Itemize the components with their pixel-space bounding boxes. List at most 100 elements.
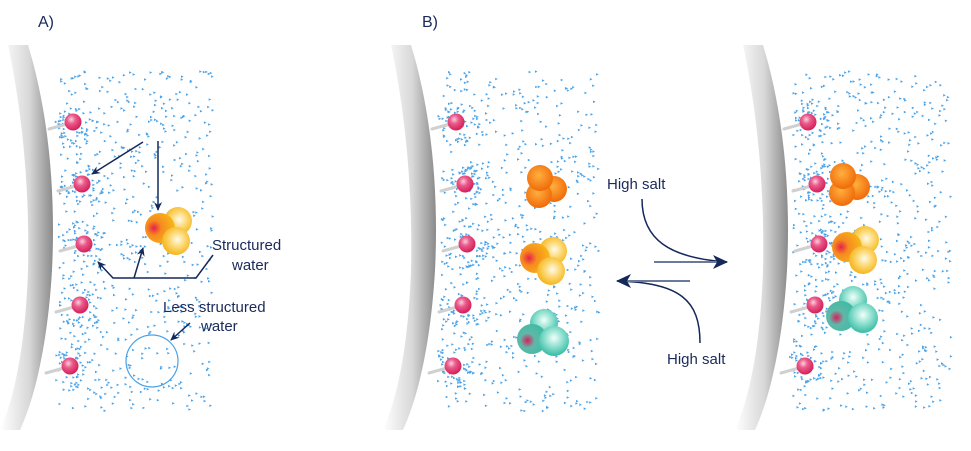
water-molecule (893, 253, 897, 256)
water-molecule (801, 377, 804, 381)
water-molecule (591, 357, 595, 361)
water-molecule (504, 266, 507, 269)
water-molecule (595, 212, 599, 215)
water-molecule (137, 210, 140, 214)
water-molecule (902, 395, 905, 398)
water-molecule (803, 178, 807, 182)
water-molecule (883, 162, 887, 166)
water-molecule (75, 237, 79, 240)
water-molecule (447, 318, 450, 321)
water-molecule (919, 323, 923, 327)
water-molecule (579, 403, 582, 406)
ligand-bead (73, 175, 91, 193)
water-molecule (822, 376, 826, 379)
water-molecule (893, 288, 897, 292)
water-molecule (834, 90, 837, 94)
water-molecule (484, 311, 488, 314)
water-molecule (484, 243, 487, 246)
water-molecule (473, 319, 477, 323)
water-molecule (572, 346, 576, 350)
water-molecule (908, 241, 911, 245)
water-molecule (557, 170, 561, 174)
water-molecule (944, 257, 948, 260)
water-molecule (921, 268, 925, 272)
water-molecule (941, 104, 944, 108)
water-molecule (817, 377, 820, 380)
water-molecule (791, 356, 794, 359)
water-molecule (821, 231, 824, 235)
water-molecule (62, 135, 65, 139)
water-molecule (514, 223, 518, 227)
water-molecule (66, 195, 69, 199)
water-molecule (509, 290, 512, 294)
water-molecule (796, 406, 800, 409)
surface-wall (0, 45, 53, 430)
water-molecule (816, 104, 819, 108)
water-molecule (458, 137, 461, 140)
water-molecule (515, 336, 519, 339)
water-molecule (132, 195, 135, 199)
water-molecule (862, 119, 866, 122)
water-molecule (152, 110, 156, 114)
water-molecule (95, 196, 99, 200)
water-molecule (814, 345, 817, 349)
label-less-structured: Less structured (163, 299, 266, 316)
water-molecule (553, 204, 557, 208)
water-molecule (923, 310, 927, 313)
water-molecule (453, 351, 456, 354)
water-molecule (62, 274, 66, 277)
water-molecule (73, 178, 76, 182)
water-molecule (822, 203, 826, 207)
water-molecule (820, 199, 824, 203)
water-molecule (155, 299, 158, 302)
water-molecule (84, 288, 87, 292)
water-molecule (593, 100, 596, 104)
water-molecule (481, 133, 485, 137)
water-molecule (463, 224, 467, 228)
water-molecule (495, 329, 499, 333)
water-molecule (570, 87, 573, 91)
water-molecule (827, 270, 831, 273)
water-molecule (933, 275, 936, 279)
water-molecule (479, 188, 483, 191)
water-molecule (572, 155, 576, 159)
water-molecule (443, 217, 446, 220)
water-molecule (78, 347, 82, 351)
water-molecule (61, 175, 64, 178)
label-less-structured-water: water (200, 318, 238, 335)
protein-subunit (539, 326, 569, 356)
water-molecule (487, 104, 490, 108)
water-molecule (466, 322, 469, 325)
water-molecule (92, 324, 95, 328)
water-molecule (79, 361, 83, 364)
water-molecule (160, 382, 164, 386)
water-molecule (462, 331, 466, 334)
water-molecule (454, 228, 457, 232)
water-molecule (930, 132, 933, 135)
water-molecule (520, 119, 523, 123)
water-molecule (455, 138, 458, 142)
water-molecule (590, 349, 594, 353)
water-molecule (822, 165, 825, 169)
water-molecule (459, 254, 462, 257)
water-molecule (488, 342, 491, 346)
water-molecule (808, 196, 811, 199)
water-molecule (799, 128, 803, 132)
water-molecule (106, 90, 110, 94)
water-molecule (896, 332, 899, 336)
water-molecule (822, 314, 826, 318)
water-molecule (456, 377, 459, 381)
water-molecule (478, 287, 481, 291)
water-molecule (122, 73, 126, 77)
water-molecule (828, 97, 832, 101)
water-molecule (500, 297, 503, 300)
water-molecule (122, 254, 126, 257)
water-molecule (93, 214, 96, 218)
water-molecule (79, 200, 82, 203)
water-molecule (586, 400, 589, 404)
water-molecule (907, 256, 911, 259)
water-molecule (884, 259, 888, 263)
water-molecule (120, 107, 124, 110)
water-molecule (75, 109, 79, 113)
water-molecule (476, 115, 479, 119)
